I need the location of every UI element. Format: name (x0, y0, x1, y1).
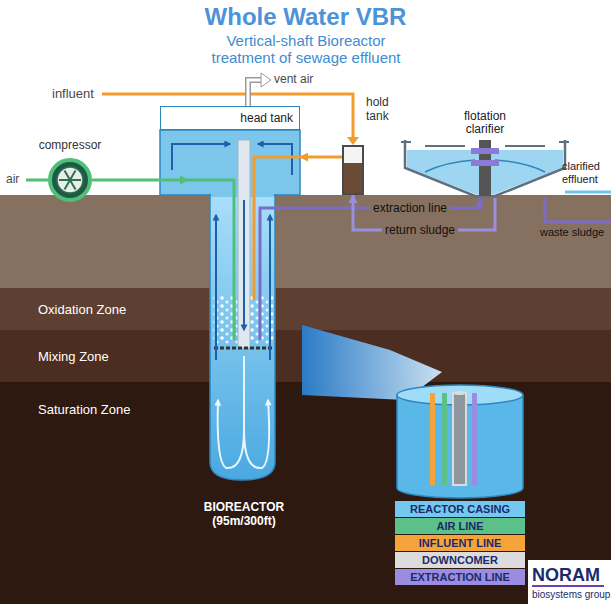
legend-text: AIR LINE (395, 518, 525, 534)
ground-bands (0, 195, 611, 288)
pipe-label: clarified effluent (562, 160, 606, 186)
compressor-fan (57, 167, 83, 193)
subtitle: Vertical-shaft Bioreactor treatment of s… (200, 32, 412, 66)
logo-tagline: biosystems group (532, 589, 610, 600)
logo-underline (532, 586, 604, 587)
legend-row: REACTOR CASING (395, 501, 525, 517)
cutaway-cylinder (430, 393, 435, 485)
compressor-body (50, 160, 90, 200)
node-label: Saturation Zone (38, 402, 131, 417)
vent-air-arrow (248, 73, 271, 106)
extraction-line (260, 208, 300, 340)
pipe-connector (300, 156, 342, 159)
legend-row: EXTRACTION LINE (395, 569, 525, 585)
cutaway-cylinder (453, 391, 466, 395)
diffuser (214, 348, 272, 349)
head-tank-water (160, 130, 300, 195)
node-label: compressor (28, 138, 112, 152)
pipe-label: influent (52, 86, 94, 101)
air-line (26, 179, 48, 182)
bioreactor-shaft: BIOREACTOR (95m/300ft) (188, 132, 300, 528)
clarifier-ring (471, 148, 499, 154)
node-label: head tank (240, 111, 293, 125)
legend-text: DOWNCOMER (395, 552, 525, 568)
circulation-arrows (215, 215, 217, 360)
clarifier-basin (405, 140, 565, 196)
legend-row: INFLUENT LINE (395, 535, 525, 551)
legend-row: DOWNCOMER (395, 552, 525, 568)
fan-blade (65, 170, 76, 189)
influent-arrowhead (347, 137, 359, 145)
circulation-arrows (258, 144, 292, 175)
influent-line (102, 94, 353, 139)
influent-arrowhead (347, 137, 359, 145)
pipe-label: waste sludge (540, 226, 604, 238)
node-label: Oxidation Zone (38, 302, 126, 317)
effluent-lines (565, 191, 611, 194)
pipe-label: return sludge (382, 223, 458, 237)
head-tank-water (160, 130, 300, 195)
legend-text: EXTRACTION LINE (395, 569, 525, 585)
hold-tank: hold tank (342, 145, 364, 195)
diagram-title: Whole Water VBR (0, 3, 611, 31)
zone-band: Mixing Zone (0, 330, 195, 382)
fan-blade (65, 170, 76, 189)
circulation-arrows (244, 356, 269, 468)
compressor: compressor (48, 158, 92, 202)
influent-line (102, 94, 353, 300)
cutaway-cylinder (397, 385, 523, 498)
zone-band: Saturation Zone (0, 382, 195, 604)
pipe-label: air (6, 172, 19, 186)
circle-outline (48, 158, 92, 202)
node-label: flotation clarifier (445, 110, 525, 136)
cutaway-cylinder (453, 393, 466, 485)
circulation-arrows (218, 356, 244, 468)
cutaway-cylinder (472, 393, 477, 485)
head-tank: head tank (160, 106, 300, 130)
effluent-lines (545, 198, 611, 222)
cutaway-cylinder (442, 393, 447, 485)
node-label: BIOREACTOR (95m/300ft) (194, 500, 294, 528)
circulation-arrows (269, 215, 271, 360)
vent-air-arrow (261, 73, 271, 87)
downcomer (238, 140, 250, 348)
vent-air-arrow (248, 80, 262, 106)
ground-bands (0, 382, 611, 604)
node-label: hold tank (366, 95, 400, 123)
legend-text: INFLUENT LINE (395, 535, 525, 551)
zone-band: Oxidation Zone (0, 288, 195, 330)
circulation-arrows (172, 144, 230, 170)
legend-row: AIR LINE (395, 518, 525, 534)
node-label: Mixing Zone (38, 349, 109, 364)
vent-air-arrow (248, 80, 262, 106)
clarifier-ring (471, 160, 499, 166)
ground-bands (0, 288, 611, 330)
pipe-label: extraction line (370, 201, 450, 215)
legend-text: REACTOR CASING (395, 501, 525, 517)
circulation-arrows (243, 200, 245, 330)
extraction-line (260, 208, 300, 340)
legend: REACTOR CASINGAIR LINEINFLUENT LINEDOWNC… (395, 501, 525, 586)
effluent-lines (545, 192, 611, 222)
pipe-label: vent air (274, 72, 313, 86)
diffuser (214, 347, 272, 350)
downcomer (238, 140, 250, 348)
ground-bands (0, 0, 611, 195)
ground-bands (528, 560, 611, 604)
logo-underline (532, 585, 604, 587)
logo-text: NORAM (532, 565, 600, 586)
flotation-clarifier: flotation clarifier (405, 110, 565, 198)
pipe-connector (92, 179, 188, 182)
